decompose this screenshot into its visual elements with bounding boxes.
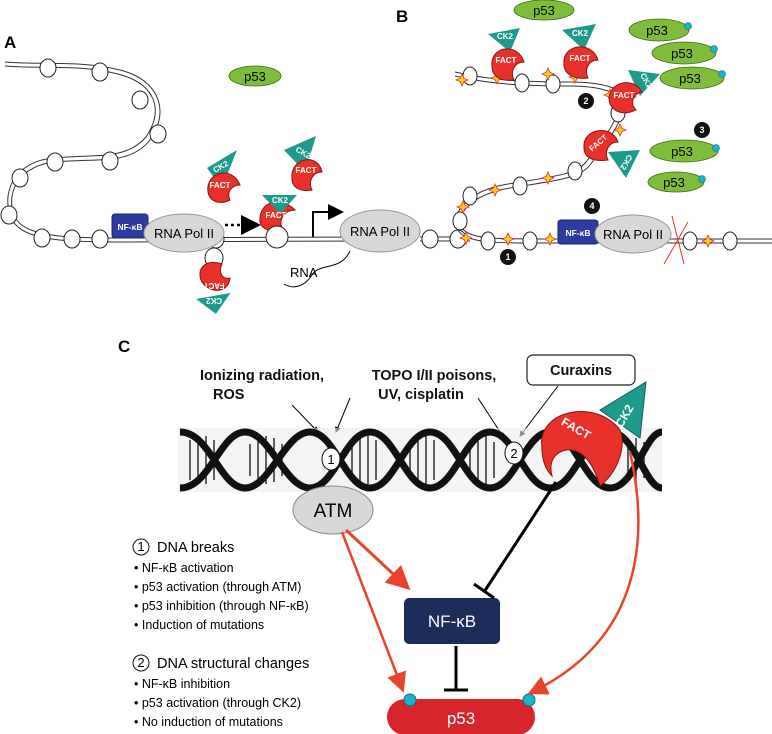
p53-protein-a	[228, 65, 282, 87]
list-1-number: 1	[137, 539, 144, 554]
nfkb-node-c	[404, 598, 500, 644]
rna-pol-left-label: RNA Pol II	[154, 226, 214, 241]
chromatin-fiber-b	[454, 71, 772, 244]
list-1-bullet-3: • p53 inhibition (through NF-κB)	[134, 599, 309, 613]
list-2-bullet-3: • No induction of mutations	[134, 715, 283, 729]
panel-a-letter: A	[4, 33, 16, 52]
curaxins-box	[526, 354, 636, 386]
ck2-label-b-1: CK2	[497, 32, 514, 41]
rna-pol-right-label: RNA Pol II	[350, 224, 410, 239]
nfkb-label-b: NF-κB	[565, 228, 590, 238]
p53-label-b-5: p53	[671, 144, 693, 159]
rna-pol-right	[339, 209, 421, 253]
site-1-marker	[321, 447, 341, 471]
rna-label: RNA	[290, 265, 318, 280]
ck2-label-b-2: CK2	[572, 29, 589, 38]
list-2: 2 DNA structural changes • NF-κB inhibit…	[132, 654, 309, 729]
fact-ck2-free-3: FACT CK2	[196, 247, 231, 314]
fact-label-b-1: FACT	[496, 56, 517, 65]
fact-label-free-1: FACT	[210, 181, 231, 190]
stimulus-2-line-1: TOPO I/II poisons,	[372, 368, 497, 384]
marker-3-label: 3	[699, 125, 704, 135]
list-2-title: DNA structural changes	[157, 656, 309, 672]
list-1-title: DNA breaks	[157, 540, 234, 556]
fact-ck2-b-3: CK2 FACT	[608, 70, 660, 114]
rna-pol-b-label: RNA Pol II	[603, 227, 663, 242]
p53-label-b-3: p53	[671, 46, 693, 61]
list-2-bullet-1: • NF-κB inhibition	[134, 677, 230, 691]
list-1-bullet-1: • NF-κB activation	[134, 561, 234, 575]
p53-label-b-1: p53	[533, 3, 555, 18]
pathway-arrows	[340, 451, 640, 695]
ck2-label-free-3: CK2	[205, 296, 222, 305]
marker-4-label: 4	[589, 201, 594, 211]
p53-b-5: p53	[649, 139, 720, 163]
list-1: 1 DNA breaks • NF-κB activation • p53 ac…	[132, 538, 309, 632]
block-line-2	[663, 221, 689, 265]
p53-label-c: p53	[447, 709, 475, 728]
stimulus-1-line-1: Ionizing radiation,	[200, 368, 324, 384]
fact-label-free-3: FACT	[203, 281, 224, 290]
panel-c: C Ionizing radiation, ROS TOPO I/II pois…	[118, 337, 664, 734]
p53-b-3: p53	[651, 41, 718, 65]
fact-ck2-free-2: CK2 FACT	[284, 136, 323, 191]
stimulus-1-line-2: ROS	[213, 387, 245, 403]
atm-label: ATM	[314, 501, 353, 522]
fact-label-center: FACT	[266, 211, 287, 220]
p53-label-b-2: p53	[646, 23, 668, 38]
p53-b-2: p53	[628, 18, 692, 42]
list-2-number: 2	[137, 655, 144, 670]
fact-ck2-c: CK2 FACT	[541, 381, 647, 487]
tss-arrow	[312, 204, 344, 237]
rna-pol-left	[143, 213, 225, 253]
p53-label-b-4: p53	[679, 71, 701, 86]
fact-ck2-b-4: FACT CK2	[583, 130, 640, 178]
ck2-label-center: CK2	[272, 196, 289, 205]
fact-label-b-2: FACT	[570, 54, 591, 63]
fact-ck2-b-1: CK2 FACT	[488, 28, 525, 81]
p53-phospho-left	[403, 693, 417, 707]
p53-phospho-right	[522, 693, 536, 707]
nucleosomes-b	[452, 66, 738, 251]
fact-ck2-center: CK2 FACT	[259, 195, 297, 249]
fact-ck2-free-1: CK2 FACT	[207, 150, 241, 203]
number-markers-b: 1 2 3 4	[500, 93, 710, 265]
nfkb-label-c: NF-κB	[428, 612, 476, 631]
site-1-label: 1	[327, 452, 334, 467]
list-2-bullet-2: • p53 activation (through CK2)	[134, 696, 301, 710]
p53-label-a: p53	[244, 69, 266, 84]
stimulus-2-line-2: UV, cisplatin	[378, 387, 464, 403]
panel-a: A p53 NF-κB	[0, 33, 470, 314]
p53-b-4: p53	[659, 66, 726, 90]
panel-c-letter: C	[118, 337, 130, 356]
p53-node-c	[387, 699, 535, 734]
site-2-label: 2	[510, 446, 517, 461]
panel-b-letter: B	[396, 7, 408, 26]
rna-pol-b	[594, 214, 672, 254]
marker-1-label: 1	[505, 252, 510, 262]
p53-label-b-6: p53	[663, 175, 685, 190]
p53-b-1: p53	[513, 0, 575, 21]
site-2-marker	[504, 441, 524, 465]
fact-label-b-3: FACT	[614, 91, 635, 100]
p53-b-6: p53	[647, 171, 706, 193]
nfkb-label-a: NF-κB	[117, 222, 142, 232]
fact-ck2-b-2: CK2 FACT	[562, 24, 599, 79]
list-1-bullet-4: • Induction of mutations	[134, 618, 264, 632]
list-1-bullet-2: • p53 activation (through ATM)	[134, 580, 301, 594]
fact-label-free-2: FACT	[296, 166, 317, 175]
marker-2-label: 2	[583, 96, 588, 106]
panel-b: B	[396, 0, 772, 265]
atm-node	[292, 485, 374, 535]
rna-strand	[283, 250, 351, 288]
curaxins-label: Curaxins	[550, 363, 612, 379]
